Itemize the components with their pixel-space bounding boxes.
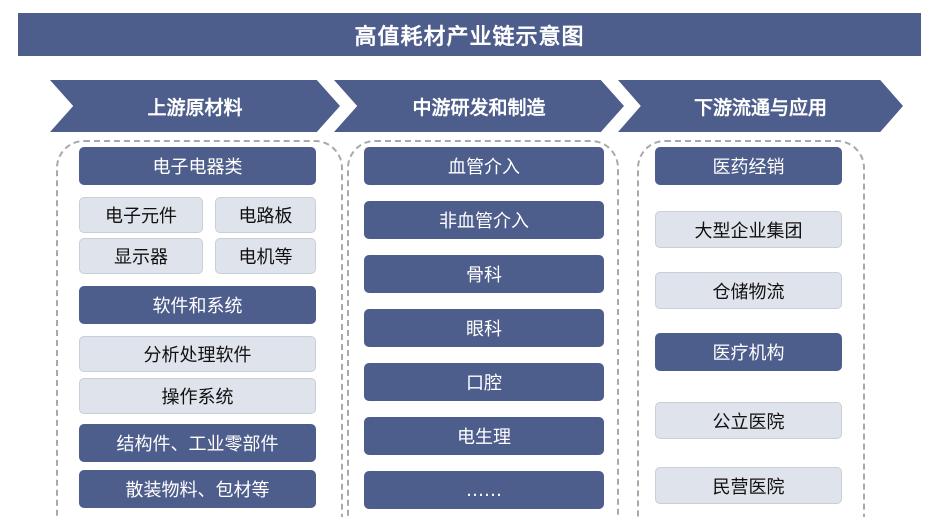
midstream-item: 口腔 <box>364 363 604 401</box>
midstream-item: 非血管介入 <box>364 201 604 239</box>
downstream-item: 民营医院 <box>655 467 842 504</box>
downstream-item: 大型企业集团 <box>655 211 842 248</box>
stage-downstream-arrow: 下游流通与应用 <box>618 80 903 132</box>
upstream-group-bulk: 散装物料、包材等 <box>79 470 316 508</box>
upstream-group-software: 软件和系统 <box>79 286 316 324</box>
upstream-panel <box>56 140 343 517</box>
midstream-item: 电生理 <box>364 417 604 455</box>
stage-upstream-arrow: 上游原材料 <box>50 80 340 132</box>
downstream-group-distribution: 医药经销 <box>655 147 842 185</box>
upstream-item: 电子元件 <box>79 197 203 233</box>
downstream-item: 仓储物流 <box>655 272 842 309</box>
diagram-title: 高值耗材产业链示意图 <box>18 13 921 56</box>
stage-midstream-arrow: 中游研发和制造 <box>334 80 624 132</box>
upstream-group-electronics: 电子电器类 <box>79 147 316 185</box>
upstream-item: 电路板 <box>215 197 316 233</box>
midstream-panel <box>347 140 619 517</box>
downstream-item: 公立医院 <box>655 402 842 439</box>
downstream-group-institutions: 医疗机构 <box>655 333 842 371</box>
midstream-item: 骨科 <box>364 255 604 293</box>
midstream-item-ellipsis: …… <box>364 471 604 509</box>
midstream-item: 眼科 <box>364 309 604 347</box>
upstream-item: 操作系统 <box>79 378 316 414</box>
upstream-item: 分析处理软件 <box>79 336 316 372</box>
upstream-group-structural: 结构件、工业零部件 <box>79 424 316 462</box>
upstream-item: 电机等 <box>215 238 316 274</box>
upstream-item: 显示器 <box>79 238 203 274</box>
downstream-panel <box>637 140 865 517</box>
midstream-item: 血管介入 <box>364 147 604 185</box>
